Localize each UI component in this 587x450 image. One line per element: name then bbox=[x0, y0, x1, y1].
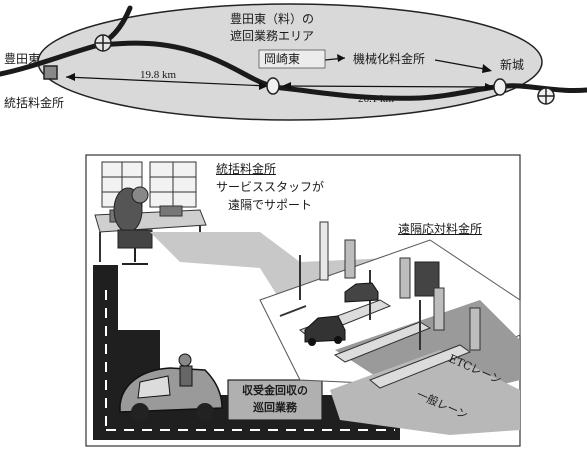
toll-plaza-illustration bbox=[259, 221, 521, 435]
toyotahigashi-label: 豊田東 bbox=[4, 52, 41, 66]
toukatsu-label: 統括料金所 bbox=[4, 96, 65, 110]
distance-label-1: 19.8 km bbox=[140, 69, 177, 81]
okazakihigashi-marker bbox=[266, 77, 280, 95]
area-label-1: 豊田東（料）の bbox=[229, 12, 314, 26]
toll-car-2 bbox=[344, 282, 379, 303]
patrol-label-2: 巡回業務 bbox=[253, 401, 297, 414]
kikaika-label: 機械化料金所 bbox=[353, 52, 426, 66]
okazakihigashi-label: 岡崎東 bbox=[264, 52, 301, 66]
distance-arrow-1 bbox=[65, 76, 269, 87]
remote-tollgate-label: 遠隔応対料金所 bbox=[398, 222, 483, 236]
distance-arrow-2 bbox=[281, 85, 495, 88]
patrol-label-box bbox=[227, 379, 323, 421]
route-map bbox=[0, 3, 587, 121]
general-lane-band bbox=[330, 350, 520, 435]
support-text-1: サービススタッフが bbox=[216, 180, 325, 194]
patrol-label-1: 収受金回収の bbox=[242, 384, 308, 397]
control-room-illustration bbox=[94, 161, 207, 265]
shinshiro-marker bbox=[493, 78, 507, 96]
toyotahigashi-marker bbox=[43, 65, 58, 80]
toukatsu-scene-title: 統括料金所 bbox=[216, 162, 277, 176]
patrol-car-illustration bbox=[119, 353, 223, 421]
area-label-2: 遮回業務エリア bbox=[229, 29, 314, 43]
shinshiro-label: 新城 bbox=[500, 58, 525, 72]
distance-label-2: 26.1 km bbox=[358, 93, 395, 105]
support-text-2: 遠隔でサポート bbox=[228, 198, 313, 212]
toll-car-1 bbox=[304, 315, 346, 346]
